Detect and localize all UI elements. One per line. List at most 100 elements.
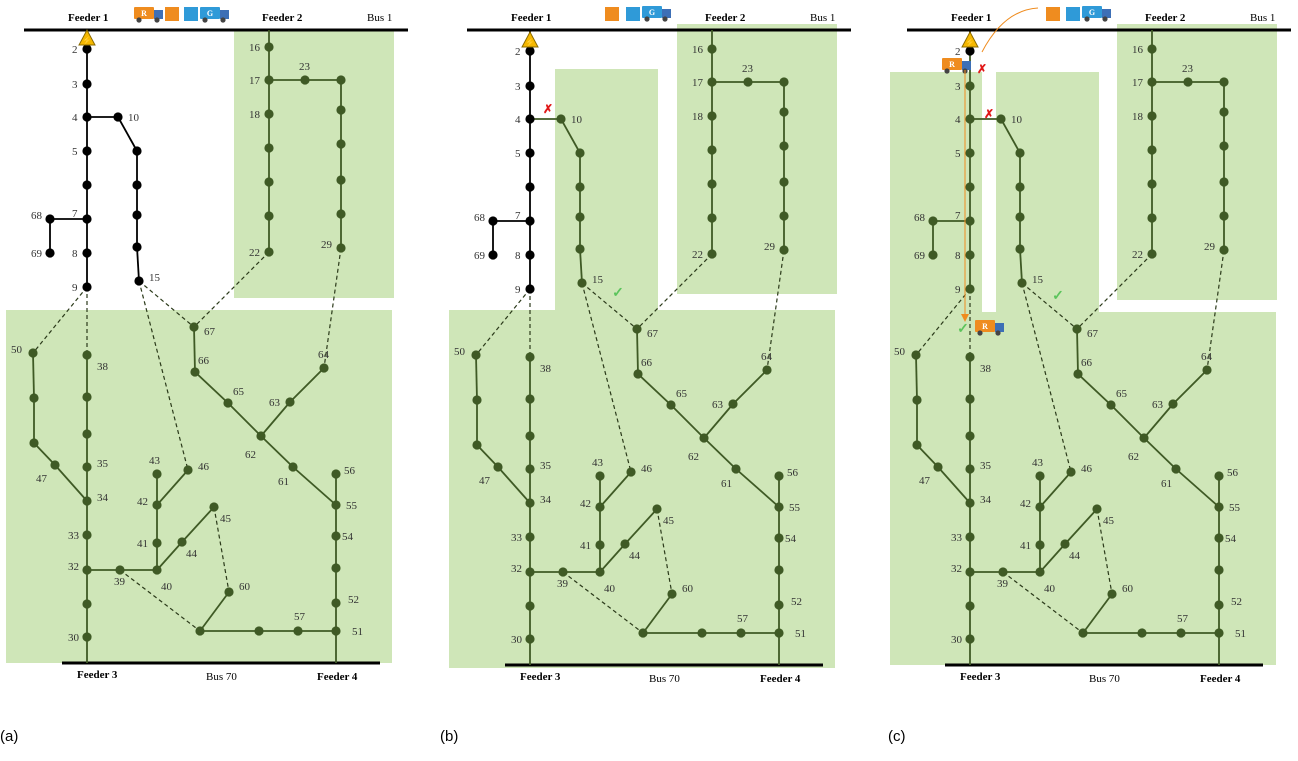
bus-node-34 xyxy=(525,498,535,508)
node-label-3: 3 xyxy=(955,81,961,93)
bus-node-9 xyxy=(82,282,92,292)
bus-node-14 xyxy=(132,242,142,252)
fault-icon xyxy=(961,30,979,48)
node-label-46: 46 xyxy=(1081,463,1093,475)
line-10-11 xyxy=(117,116,138,152)
bus-node-42 xyxy=(595,502,605,512)
node-label-22: 22 xyxy=(249,247,260,259)
bus-node-2 xyxy=(965,46,975,56)
node-label-56: 56 xyxy=(1227,467,1239,479)
bus-node-19 xyxy=(264,143,274,153)
node-label-32: 32 xyxy=(951,563,962,575)
bus-node-4 xyxy=(525,114,535,124)
tie-line-22-67 xyxy=(636,253,713,330)
bus-node-3 xyxy=(82,79,92,89)
line-34-47 xyxy=(937,466,971,504)
bus-node-22 xyxy=(1147,249,1157,259)
truck-wheel xyxy=(202,17,208,23)
node-label-3: 3 xyxy=(72,79,78,91)
truck-wheel xyxy=(995,330,1001,336)
node-label-10: 10 xyxy=(128,112,140,124)
truck-wheel xyxy=(136,17,142,23)
node-label-34: 34 xyxy=(980,494,992,506)
bus-node-46 xyxy=(1066,467,1076,477)
node-label-16: 16 xyxy=(249,42,261,54)
node-label-32: 32 xyxy=(511,563,522,575)
node-label-23: 23 xyxy=(1182,63,1194,75)
node-label-69: 69 xyxy=(914,250,926,262)
line-44-45 xyxy=(1064,508,1098,545)
tie-line-29-64 xyxy=(323,247,342,369)
bus-node-16 xyxy=(707,44,717,54)
bus-node-54 xyxy=(331,531,341,541)
node-label-34: 34 xyxy=(97,492,109,504)
line-66-65 xyxy=(637,373,672,406)
bus-node-67 xyxy=(632,324,642,334)
node-label-62: 62 xyxy=(1128,451,1139,463)
bus-node-47 xyxy=(493,462,503,472)
node-label-30: 30 xyxy=(511,634,523,646)
line-61-55 xyxy=(1175,468,1220,508)
truck-wheel xyxy=(644,16,650,22)
line-49-50 xyxy=(915,354,918,401)
node-label-47: 47 xyxy=(36,473,48,485)
line-40-44 xyxy=(1039,543,1066,573)
tie-line-45-60 xyxy=(656,508,673,595)
bus-node-6 xyxy=(965,182,975,192)
node-label-43: 43 xyxy=(149,455,161,467)
bus-node-51 xyxy=(774,628,784,638)
bus-node-17 xyxy=(1147,77,1157,87)
bus-node-66 xyxy=(1073,369,1083,379)
bus-node-68 xyxy=(45,214,55,224)
bus-node-49 xyxy=(912,395,922,405)
bus-node-36 xyxy=(525,431,535,441)
node-label-66: 66 xyxy=(641,357,653,369)
bus-node-57 xyxy=(736,628,746,638)
truck-wheel xyxy=(154,17,160,23)
node-label-39: 39 xyxy=(997,578,1009,590)
node-label-29: 29 xyxy=(321,239,333,251)
node-label-8: 8 xyxy=(955,250,961,262)
caption-b: (b) xyxy=(440,728,459,745)
node-label-44: 44 xyxy=(1069,550,1081,562)
bus-node-29 xyxy=(336,243,346,253)
node-label-62: 62 xyxy=(688,451,699,463)
node-label-67: 67 xyxy=(204,326,216,338)
truck-letter: G xyxy=(649,8,655,17)
truck-cab xyxy=(662,9,671,18)
line-67-66 xyxy=(193,326,196,373)
feeder-3-label: Feeder 3 xyxy=(960,671,1001,683)
bus-node-42 xyxy=(152,500,162,510)
node-label-57: 57 xyxy=(737,613,749,625)
node-label-23: 23 xyxy=(299,61,311,73)
line-42-46 xyxy=(599,471,632,508)
node-label-42: 42 xyxy=(137,496,148,508)
bus-node-62 xyxy=(1139,433,1149,443)
bus-node-38 xyxy=(525,352,535,362)
generator-square-icon xyxy=(184,7,198,21)
bus-node-45 xyxy=(652,504,662,514)
truck-body xyxy=(975,320,995,332)
green-check-icon: ✓ xyxy=(612,286,624,301)
node-label-68: 68 xyxy=(31,210,43,222)
truck-wheel xyxy=(662,16,668,22)
bus-node-41 xyxy=(1035,540,1045,550)
red-x-icon: ✗ xyxy=(543,102,553,116)
bus-node-69 xyxy=(928,250,938,260)
line-14-15 xyxy=(579,248,583,284)
node-label-18: 18 xyxy=(1132,111,1144,123)
node-label-55: 55 xyxy=(346,500,358,512)
node-label-42: 42 xyxy=(580,498,591,510)
bus-node-63 xyxy=(285,397,295,407)
bus-node-6 xyxy=(82,180,92,190)
bus-node-50 xyxy=(471,350,481,360)
bus-node-23 xyxy=(743,77,753,87)
bus-node-8 xyxy=(525,250,535,260)
truck-wheel xyxy=(944,68,950,74)
node-label-16: 16 xyxy=(1132,44,1144,56)
node-label-61: 61 xyxy=(278,476,289,488)
bus-node-28 xyxy=(1219,211,1229,221)
